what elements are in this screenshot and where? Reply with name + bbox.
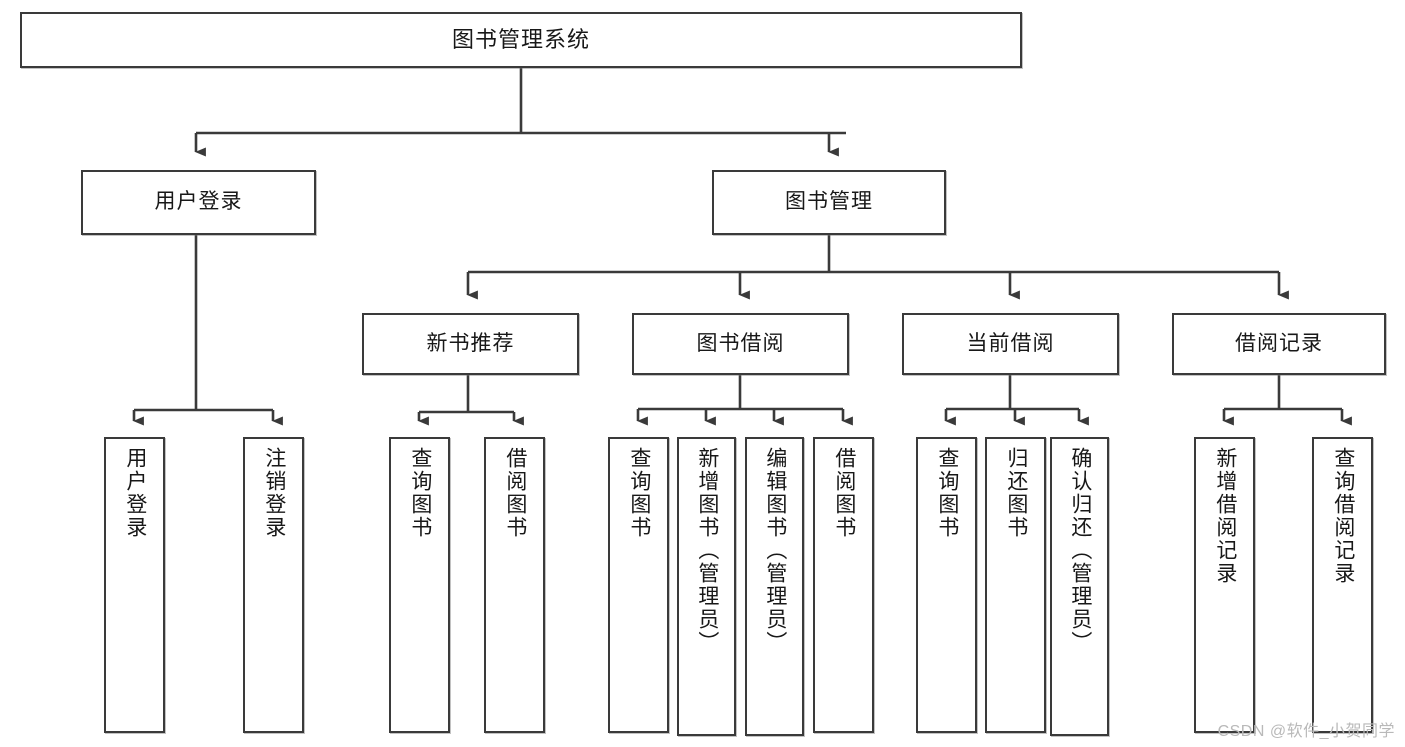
node-current-borrow-label: 当前借阅 xyxy=(966,331,1055,355)
node-leaf-query-record-label: 查询借阅记录 xyxy=(1331,447,1355,585)
node-leaf-query-book-1[interactable]: 查询图书 xyxy=(389,437,450,733)
node-leaf-edit-book[interactable]: 编辑图书（管理员） xyxy=(745,437,804,736)
node-leaf-user-login[interactable]: 用户登录 xyxy=(104,437,165,733)
node-new-book-recommend-label: 新书推荐 xyxy=(426,331,515,355)
node-leaf-query-book-3[interactable]: 查询图书 xyxy=(916,437,977,733)
node-leaf-user-logout-label: 注销登录 xyxy=(262,447,286,539)
node-leaf-borrow-book-1-label: 借阅图书 xyxy=(503,447,527,539)
node-leaf-return-book-label: 归还图书 xyxy=(1004,447,1028,539)
node-current-borrow[interactable]: 当前借阅 xyxy=(902,313,1119,375)
node-leaf-add-book[interactable]: 新增图书（管理员） xyxy=(677,437,736,736)
node-leaf-add-book-label: 新增图书（管理员） xyxy=(695,447,719,654)
node-new-book-recommend[interactable]: 新书推荐 xyxy=(362,313,579,375)
node-leaf-query-book-2[interactable]: 查询图书 xyxy=(608,437,669,733)
node-borrow-record-label: 借阅记录 xyxy=(1235,331,1323,355)
node-leaf-borrow-book-1[interactable]: 借阅图书 xyxy=(484,437,545,733)
node-leaf-borrow-book-2-label: 借阅图书 xyxy=(832,447,856,539)
node-leaf-add-record[interactable]: 新增借阅记录 xyxy=(1194,437,1255,733)
watermark: CSDN @软件_小贺同学 xyxy=(1217,723,1395,740)
node-leaf-user-login-label: 用户登录 xyxy=(123,447,147,539)
node-leaf-borrow-book-2[interactable]: 借阅图书 xyxy=(813,437,874,733)
node-book-borrow[interactable]: 图书借阅 xyxy=(632,313,849,375)
node-root[interactable]: 图书管理系统 xyxy=(20,12,1022,68)
node-leaf-query-record[interactable]: 查询借阅记录 xyxy=(1312,437,1373,733)
node-leaf-confirm-return-label: 确认归还（管理员） xyxy=(1068,447,1092,654)
node-leaf-query-book-2-label: 查询图书 xyxy=(627,447,651,539)
node-leaf-confirm-return[interactable]: 确认归还（管理员） xyxy=(1050,437,1109,736)
node-user-login-label: 用户登录 xyxy=(154,190,243,214)
node-borrow-record[interactable]: 借阅记录 xyxy=(1172,313,1386,375)
node-user-login[interactable]: 用户登录 xyxy=(81,170,316,235)
node-leaf-return-book[interactable]: 归还图书 xyxy=(985,437,1046,733)
node-leaf-edit-book-label: 编辑图书（管理员） xyxy=(763,447,787,654)
node-leaf-user-logout[interactable]: 注销登录 xyxy=(243,437,304,733)
node-leaf-query-book-1-label: 查询图书 xyxy=(408,447,432,539)
node-book-manage[interactable]: 图书管理 xyxy=(712,170,946,235)
node-book-manage-label: 图书管理 xyxy=(785,190,873,214)
node-leaf-query-book-3-label: 查询图书 xyxy=(935,447,959,539)
node-book-borrow-label: 图书借阅 xyxy=(696,331,785,355)
node-leaf-add-record-label: 新增借阅记录 xyxy=(1213,447,1237,585)
node-root-label: 图书管理系统 xyxy=(451,27,590,53)
